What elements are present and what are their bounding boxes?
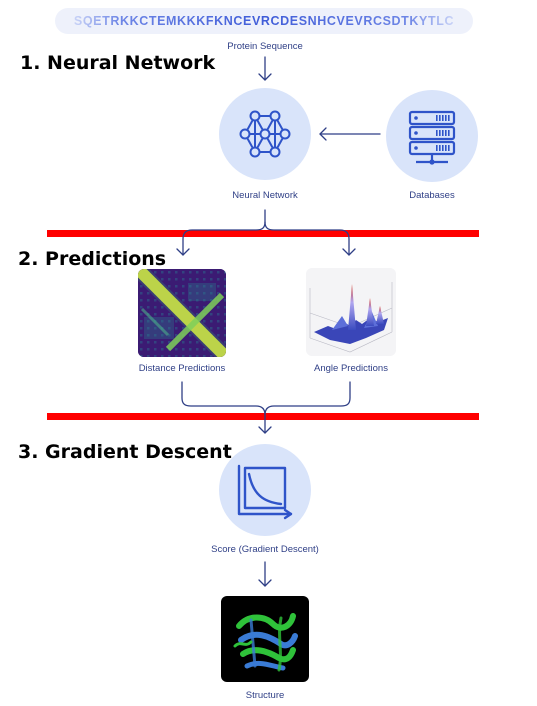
database-server-icon <box>408 110 456 165</box>
angle-predictions-label: Angle Predictions <box>314 363 388 374</box>
arrow-angle-to-score <box>264 381 351 416</box>
section-divider-1 <box>47 230 479 237</box>
neural-network-label: Neural Network <box>232 190 298 201</box>
angle-surface-plot <box>306 268 396 356</box>
databases-label: Databases <box>409 190 455 201</box>
score-node <box>219 444 311 536</box>
section-divider-2 <box>47 413 479 420</box>
score-label: Score (Gradient Descent) <box>211 544 319 555</box>
protein-sequence-pill: SQETRKKCTEMKKKFKNCEVRCDESNHCVEVRCSDTKYTL… <box>55 8 473 34</box>
section-heading-neural-network: 1. Neural Network <box>20 52 216 74</box>
structure-label: Structure <box>245 690 285 701</box>
arrow-network-to-angle <box>264 221 350 256</box>
neural-network-icon <box>239 110 291 158</box>
neural-network-node <box>219 88 311 180</box>
arrow-network-to-distance <box>182 209 266 256</box>
databases-node <box>386 90 478 182</box>
section-heading-gradient-descent: 3. Gradient Descent <box>18 441 232 463</box>
arrow-distance-to-score <box>181 381 266 434</box>
protein-sequence-caption: Protein Sequence <box>227 41 303 52</box>
distance-map-heatmap <box>138 269 226 357</box>
distance-predictions-label: Distance Predictions <box>138 363 226 374</box>
decay-curve-chart-icon <box>237 464 293 520</box>
protein-sequence-text: SQETRKKCTEMKKKFKNCEVRCDESNHCVEVRCSDTKYTL… <box>73 14 455 28</box>
section-heading-predictions: 2. Predictions <box>18 248 167 270</box>
protein-ribbon-structure <box>221 596 309 682</box>
